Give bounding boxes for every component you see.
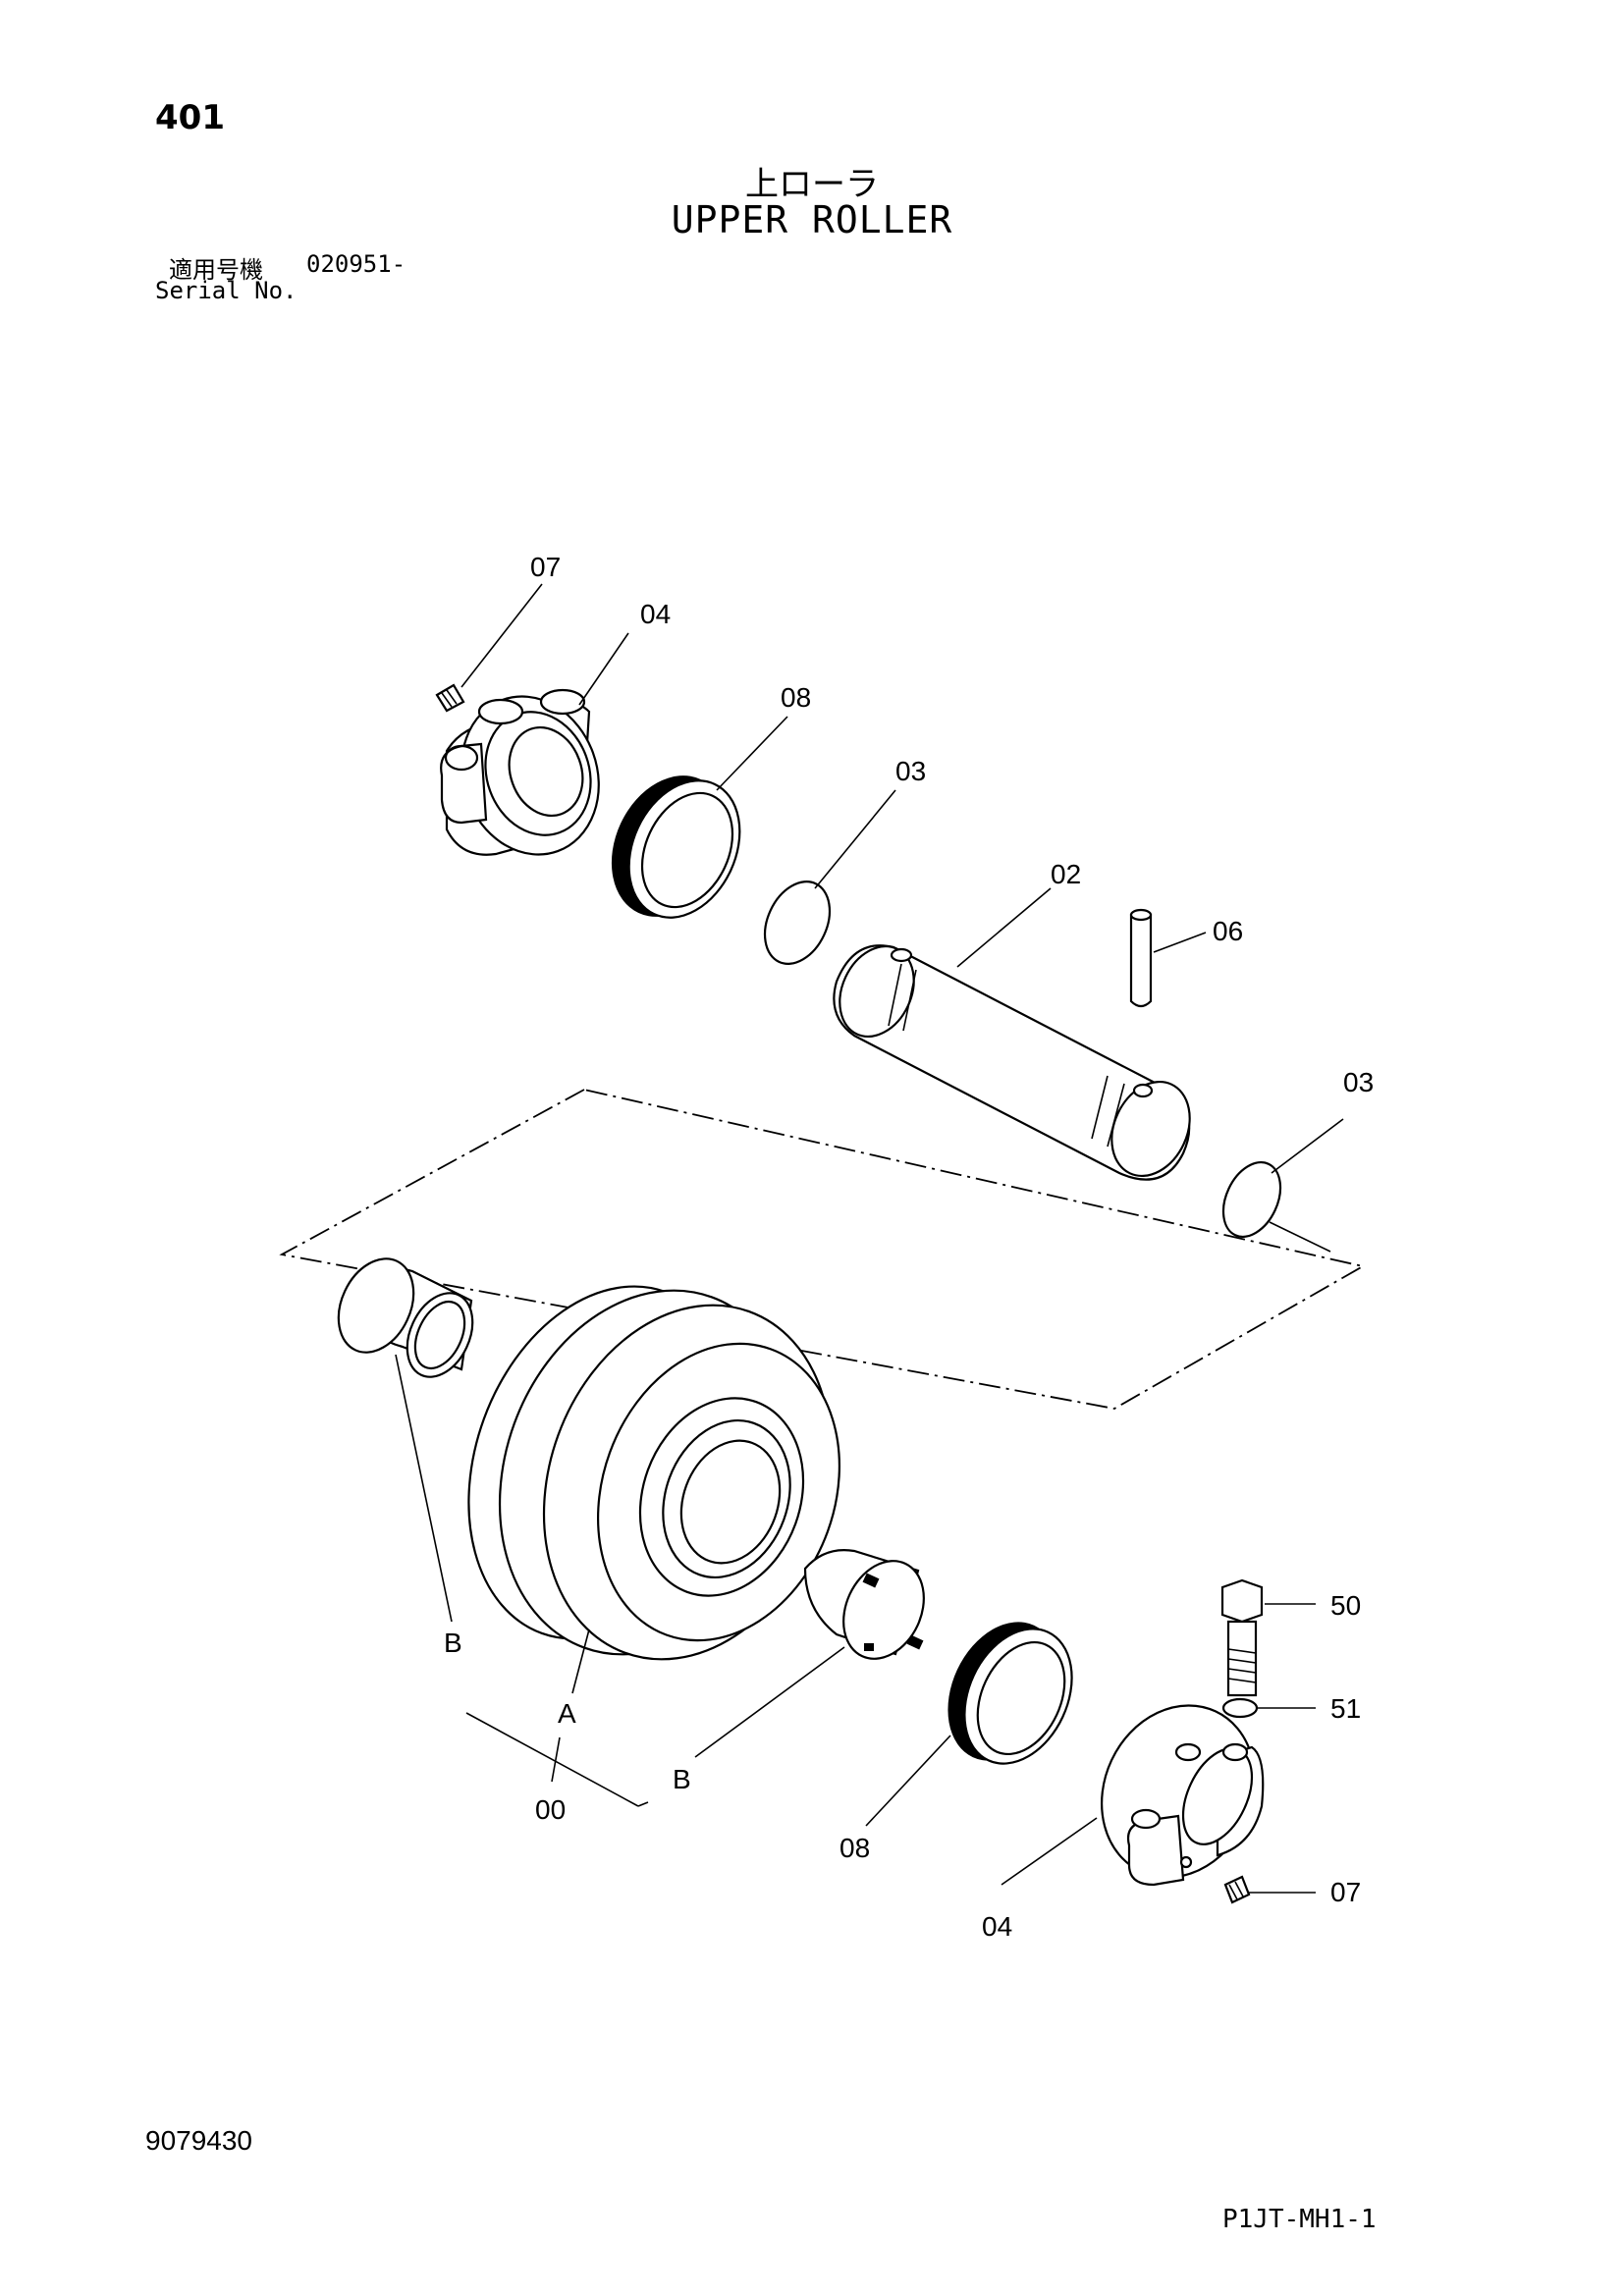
callout-08-top: 08 <box>781 682 811 713</box>
callout-A: A <box>558 1698 576 1729</box>
title-english: UPPER ROLLER <box>671 198 953 241</box>
serial-number-range: 020951- <box>306 250 406 278</box>
part-04-bracket-bottom <box>1101 1704 1265 1887</box>
part-07-plug-bottom <box>1223 1875 1251 1904</box>
assembly-boundary-line <box>279 1089 1366 1410</box>
part-02-shaft <box>833 944 1191 1181</box>
callout-03-top: 03 <box>895 756 926 786</box>
part-bushing-right <box>803 1549 925 1660</box>
callout-03-right: 03 <box>1343 1067 1374 1097</box>
serial-label-japanese: 適用号機 <box>169 256 263 284</box>
serial-label-english: Serial No. <box>155 277 298 304</box>
page-number: 401 <box>155 98 225 137</box>
callout-08-bottom: 08 <box>839 1833 870 1863</box>
part-bushing-left <box>337 1257 474 1378</box>
part-08-seal-bottom <box>947 1622 1073 1765</box>
leader-lines <box>395 583 1344 1894</box>
callout-B-left: B <box>444 1628 462 1658</box>
callout-50: 50 <box>1330 1590 1361 1621</box>
callout-04-bottom: 04 <box>982 1911 1012 1942</box>
part-03-o-ring-top <box>763 881 832 965</box>
callout-07-top: 07 <box>530 552 561 582</box>
part-04-bracket-top <box>440 688 600 856</box>
part-50-bolt <box>1220 1578 1264 1697</box>
part-00-roller-body <box>467 1285 841 1661</box>
page-code: P1JT-MH1-1 <box>1222 2205 1377 2234</box>
part-08-seal-top <box>611 775 741 919</box>
callout-02: 02 <box>1051 859 1081 889</box>
part-51-washer <box>1221 1697 1259 1719</box>
callout-06: 06 <box>1213 916 1243 946</box>
title-japanese: 上ローラ <box>745 165 879 204</box>
part-03-o-ring-right <box>1221 1161 1282 1238</box>
document-number: 9079430 <box>145 2125 253 2156</box>
callout-B-right: B <box>673 1764 691 1794</box>
callout-07-bottom: 07 <box>1330 1877 1361 1907</box>
callout-51: 51 <box>1330 1693 1361 1724</box>
part-07-plug-top <box>435 683 465 713</box>
callout-00: 00 <box>535 1794 566 1825</box>
part-06-pin <box>1129 908 1153 1008</box>
callout-04-top: 04 <box>640 599 671 629</box>
